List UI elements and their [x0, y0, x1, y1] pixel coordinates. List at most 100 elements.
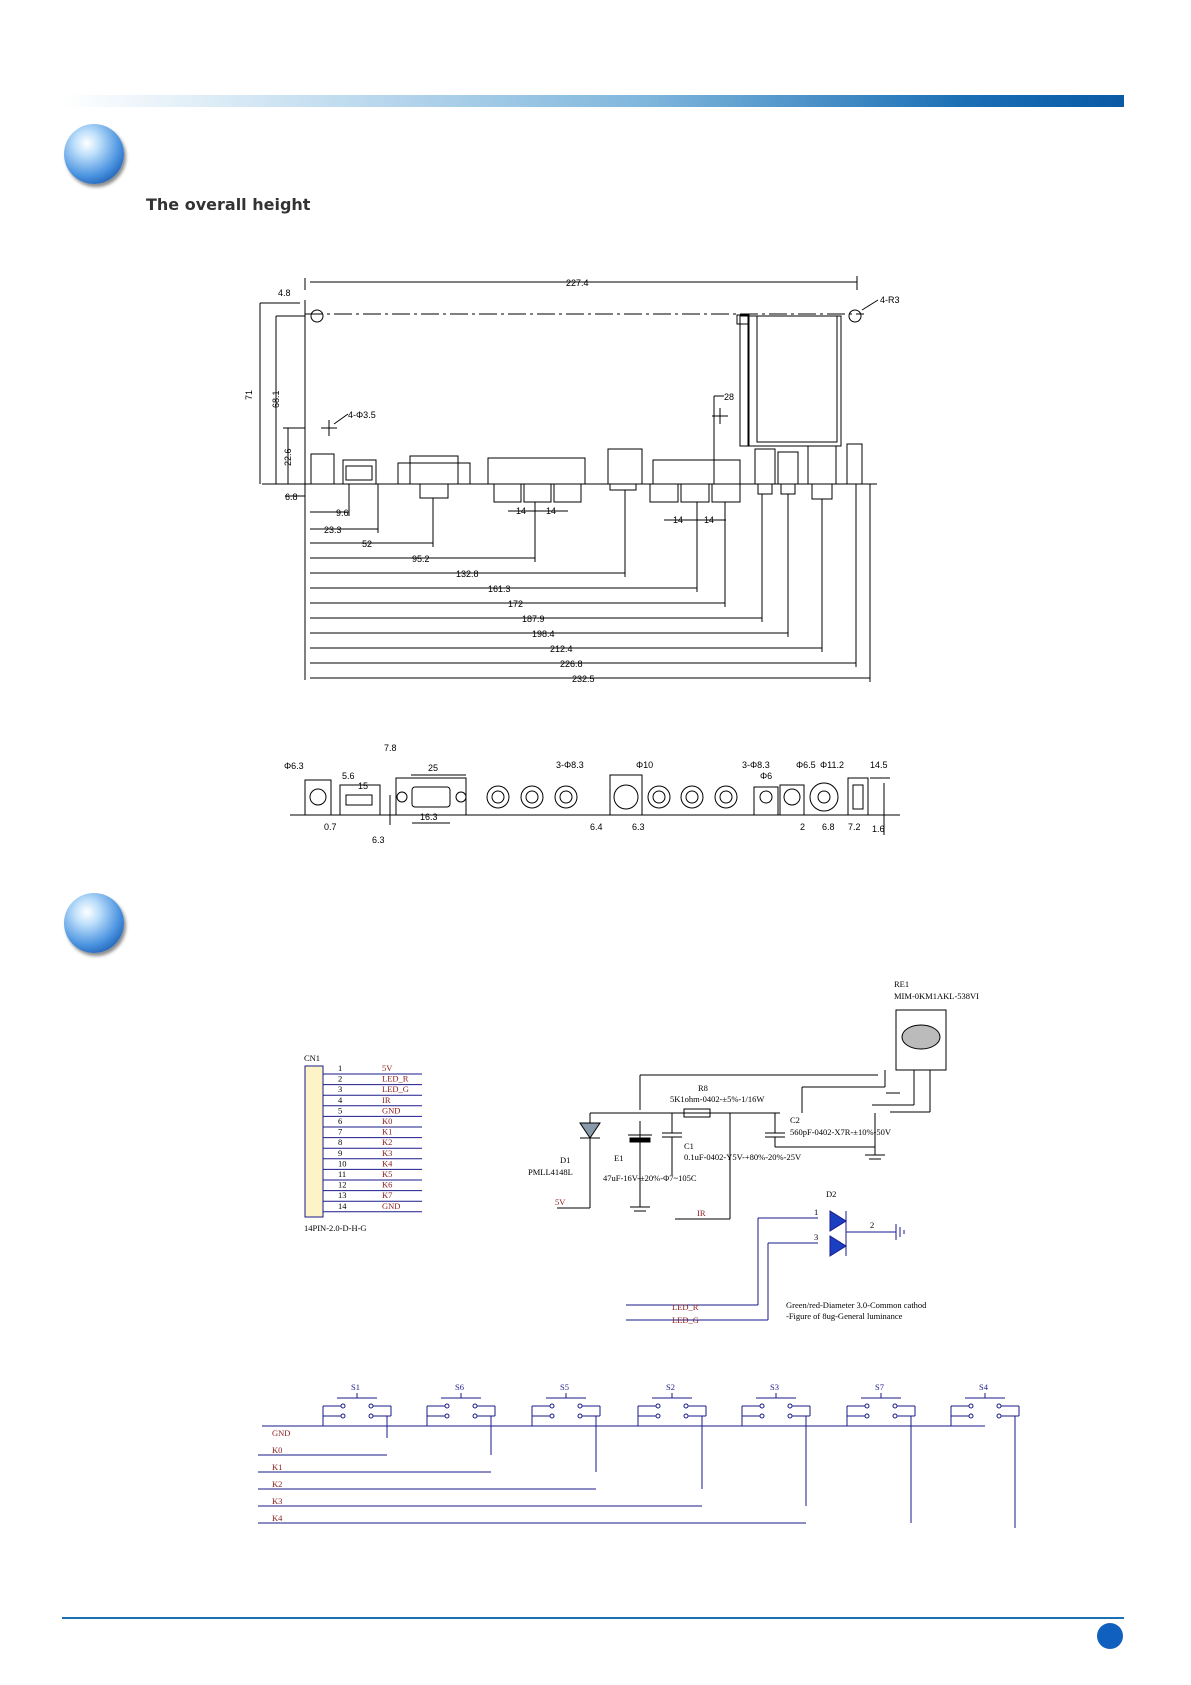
section-heading: The overall height [146, 195, 311, 214]
pin-number: 1 [338, 1063, 342, 1073]
section-bullet-icon-2 [64, 893, 124, 953]
dim-spacing-a2: 14 [546, 506, 556, 516]
front-dim-b2: 6.3 [372, 835, 385, 845]
pin-net-name: K0 [382, 1116, 392, 1126]
led-net-g: LED_G [672, 1315, 699, 1325]
e1-value: 47uF-16V-±20%-Φ7~105C [603, 1173, 697, 1183]
page-marker-icon [1097, 1623, 1123, 1649]
dim-h-3: 52 [362, 539, 372, 549]
key-net-label: K3 [272, 1496, 282, 1506]
front-dim-3: 15 [358, 781, 368, 791]
header-gradient-bar [62, 95, 1124, 107]
pin-net-name: K3 [382, 1148, 392, 1158]
dim-offset-left: 4.8 [278, 288, 291, 298]
switch-s6: S6 [426, 1382, 496, 1455]
front-dim-b8: 7.2 [848, 822, 861, 832]
front-dim-9: Φ6 [760, 771, 772, 781]
pin-number: 11 [338, 1169, 346, 1179]
front-dim-7: Φ10 [636, 760, 653, 770]
led-desc-2: -Figure of 8ug-General luminance [786, 1311, 903, 1321]
switch-s5: S5 [531, 1382, 601, 1472]
key-net-label: K1 [272, 1462, 282, 1472]
front-dim-10: Φ6.5 [796, 760, 816, 770]
pin-net-name: K2 [382, 1137, 392, 1147]
d1-label: D1 [560, 1155, 570, 1165]
dim-height-inner: 68.1 [271, 390, 281, 408]
front-dim-8: 3-Φ8.3 [742, 760, 770, 770]
dim-h-12: 232.5 [572, 674, 595, 684]
front-dim-1: Φ6.3 [284, 761, 304, 771]
switch-label: S1 [351, 1382, 360, 1392]
dim-h-7: 172 [508, 599, 523, 609]
key-net-label: K0 [272, 1445, 282, 1455]
dim-hole-height: 22.6 [283, 448, 293, 466]
switch-label: S5 [560, 1382, 569, 1392]
connector-label: CN1 [304, 1053, 320, 1063]
section-bullet-icon [64, 124, 124, 184]
pin-number: 2 [338, 1074, 342, 1084]
pin-number: 3 [338, 1084, 342, 1094]
c1-value: 0.1uF-0402-Y5V-+80%-20%-25V [684, 1152, 802, 1162]
pin-number: 10 [338, 1158, 347, 1168]
dim-corner-radius: 4-R3 [880, 295, 900, 305]
pin-net-name: K1 [382, 1127, 392, 1137]
pin-number: 13 [338, 1190, 347, 1200]
front-dim-b1: 0.7 [324, 822, 337, 832]
led-pin3: 3 [814, 1232, 818, 1242]
c1-label: C1 [684, 1141, 694, 1151]
pin-number: 8 [338, 1137, 342, 1147]
key-net-label: K2 [272, 1479, 282, 1489]
pin-net-name: GND [382, 1105, 400, 1115]
pin-number: 5 [338, 1105, 342, 1115]
led-desc-1: Green/red-Diameter 3.0-Common cathod [786, 1300, 927, 1310]
switch-label: S3 [770, 1382, 779, 1392]
footer-line [62, 1617, 1124, 1619]
front-dim-2: 5.6 [342, 771, 355, 781]
pin-net-name: K5 [382, 1169, 392, 1179]
dim-h-2: 23.3 [324, 525, 342, 535]
e1-label: E1 [614, 1153, 623, 1163]
pin-net-name: K4 [382, 1158, 393, 1168]
switch-s1: S1 [322, 1382, 392, 1438]
front-dim-b3: 16.3 [420, 812, 438, 822]
dim-height-total: 71 [244, 390, 254, 400]
dimension-drawing-top: 227.4 4-R3 4.8 71 68.1 4-Φ3.5 22.6 6.8 2… [244, 276, 900, 684]
c2-label: C2 [790, 1115, 800, 1125]
front-dim-b5: 6.3 [632, 822, 645, 832]
led-label: D2 [826, 1189, 836, 1199]
front-dim-11: Φ11.2 [820, 760, 844, 770]
switch-s3: S3 [741, 1382, 811, 1506]
dim-h-9: 198.4 [532, 629, 555, 639]
dim-h-8: 187.9 [522, 614, 545, 624]
pin-number: 14 [338, 1201, 347, 1211]
ir-part: MIM-0KM1AKL-538VI [894, 991, 979, 1001]
dim-top-width: 227.4 [566, 278, 589, 288]
connector-part: 14PIN-2.0-D-H-G [304, 1223, 367, 1233]
front-dim-b9: 1.6 [872, 824, 885, 834]
dim-left-offset: 6.8 [285, 492, 298, 502]
switch-s4: S4 [950, 1382, 1020, 1528]
front-dim-5: 25 [428, 763, 438, 773]
pin-net-name: 5V [382, 1063, 393, 1073]
dim-right-marker: 28 [724, 392, 734, 402]
dim-h-6: 161.3 [488, 584, 511, 594]
front-panel-drawing: Φ6.3 5.6 15 7.8 25 3-Φ8.3 Φ10 3-Φ8.3 Φ6 … [284, 743, 900, 845]
key-net-label: K4 [272, 1513, 283, 1523]
net-5v: 5V [555, 1197, 566, 1207]
front-dim-6: 3-Φ8.3 [556, 760, 584, 770]
pin-net-name: K7 [382, 1190, 392, 1200]
c2-value: 560pF-0402-X7R-±10%-50V [790, 1127, 892, 1137]
pin-number: 9 [338, 1148, 342, 1158]
switch-label: S4 [979, 1382, 989, 1392]
led-pin2: 2 [870, 1220, 874, 1230]
switch-s2: S2 [637, 1382, 707, 1489]
front-dim-b7: 6.8 [822, 822, 835, 832]
pin-number: 4 [338, 1095, 343, 1105]
pin-number: 7 [338, 1127, 342, 1137]
dim-h-4: 95.2 [412, 554, 430, 564]
front-dim-12: 14.5 [870, 760, 888, 770]
switch-label: S6 [455, 1382, 464, 1392]
dim-spacing-b1: 14 [673, 515, 683, 525]
